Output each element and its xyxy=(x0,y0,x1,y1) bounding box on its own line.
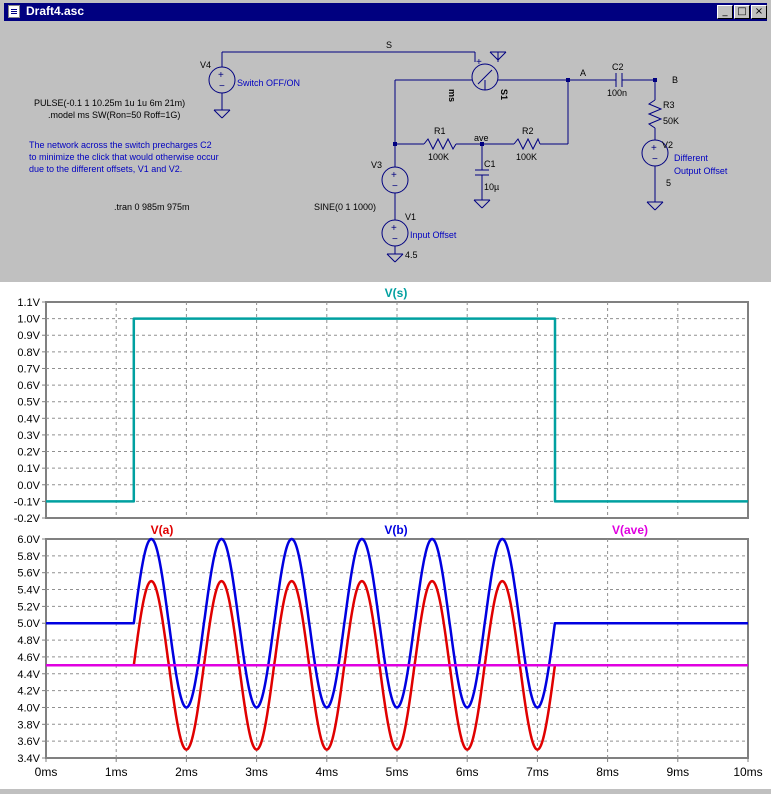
x-tick-label: 4ms xyxy=(315,765,338,779)
y-tick-label: 0.1V xyxy=(17,463,40,475)
y-tick-label: 0.3V xyxy=(17,430,40,442)
y-tick-label: 0.7V xyxy=(17,363,40,375)
svg-text:+: + xyxy=(391,223,397,234)
y-tick-label: -0.2V xyxy=(14,513,41,525)
r3-name: R3 xyxy=(663,100,675,110)
legend-label: V(a) xyxy=(151,523,174,537)
y-tick-label: 0.9V xyxy=(17,330,40,342)
svg-text:+: + xyxy=(651,143,657,154)
y-tick-label: 4.0V xyxy=(17,702,40,714)
x-tick-label: 6ms xyxy=(456,765,479,779)
document-icon xyxy=(8,5,20,18)
c2-name: C2 xyxy=(612,62,624,72)
schematic-canvas[interactable]: +− +− +− +− + S A B ave V4 Switch OFF/ON… xyxy=(4,22,767,275)
svg-text:+: + xyxy=(218,70,224,81)
y-tick-label: 0.2V xyxy=(17,447,40,459)
y-tick-label: 6.0V xyxy=(17,534,40,546)
note-line-1: The network across the switch precharges… xyxy=(29,140,212,150)
x-tick-label: 0ms xyxy=(35,765,58,779)
v2-value: 5 xyxy=(666,178,672,188)
maximize-button[interactable]: □ xyxy=(734,5,750,19)
svg-text:+: + xyxy=(476,57,482,68)
y-tick-label: 5.8V xyxy=(17,551,40,563)
tran-directive: .tran 0 985m 975m xyxy=(114,202,190,212)
v4-label: Switch OFF/ON xyxy=(237,78,301,88)
note-line-3: due to the different offsets, V1 and V2. xyxy=(29,164,183,174)
y-tick-label: 4.8V xyxy=(17,635,40,647)
v4-name: V4 xyxy=(200,60,212,70)
y-tick-label: 0.6V xyxy=(17,380,40,392)
v4-pulse: PULSE(-0.1 1 10.25m 1u 1u 6m 21m) xyxy=(34,98,186,108)
s1-model: ms xyxy=(447,89,457,103)
y-tick-label: 5.4V xyxy=(17,585,40,597)
r2-name: R2 xyxy=(522,126,534,136)
y-tick-label: -0.1V xyxy=(14,496,41,508)
series-line-va xyxy=(46,579,748,751)
legend-label: V(b) xyxy=(384,523,407,537)
net-label-a: A xyxy=(580,68,587,78)
c1-name: C1 xyxy=(484,159,496,169)
minimize-button[interactable]: _ xyxy=(717,5,733,19)
waveform-plot[interactable]: 1.1V 1.0V 0.9V 0.8V 0.7V 0.6V 0.5V 0.4V 0.3V 0.2V… xyxy=(0,282,771,789)
x-tick-label: 8ms xyxy=(596,765,619,779)
svg-text:−: − xyxy=(392,181,398,192)
x-tick-label: 3ms xyxy=(245,765,268,779)
v1-value: 4.5 xyxy=(405,250,418,260)
y-tick-label: 4.2V xyxy=(17,686,40,698)
note-line-2: to minimize the click that would otherwi… xyxy=(29,152,219,162)
x-tick-label: 10ms xyxy=(733,765,762,779)
v2-label-line-1: Different xyxy=(674,153,708,163)
x-tick-label: 1ms xyxy=(105,765,128,779)
r1-name: R1 xyxy=(434,126,446,136)
y-tick-label: 0.8V xyxy=(17,347,40,359)
x-tick-label: 2ms xyxy=(175,765,198,779)
v1-label: Input Offset xyxy=(410,230,457,240)
window-title: Draft4.asc xyxy=(26,4,85,18)
v3-value: SINE(0 1 1000) xyxy=(314,202,377,212)
legend-label: V(s) xyxy=(385,286,408,300)
svg-text:+: + xyxy=(391,170,397,181)
schematic-window: Draft4.asc _ □ × xyxy=(0,0,771,279)
svg-text:−: − xyxy=(392,234,398,245)
series-line-vb xyxy=(46,537,748,709)
y-tick-label: 1.1V xyxy=(17,297,40,309)
c1-value: 10µ xyxy=(484,182,500,192)
v2-name: V2 xyxy=(662,140,674,150)
y-tick-label: 3.6V xyxy=(17,736,40,748)
waveform-window[interactable]: 1.1V 1.0V 0.9V 0.8V 0.7V 0.6V 0.5V 0.4V 0.3V 0.2V… xyxy=(0,282,771,789)
close-button[interactable]: × xyxy=(751,5,767,19)
y-tick-label: 0.4V xyxy=(17,413,40,425)
x-tick-label: 5ms xyxy=(386,765,409,779)
legend-label: V(ave) xyxy=(612,523,648,537)
x-tick-label: 7ms xyxy=(526,765,549,779)
v2-label-line-2: Output Offset xyxy=(674,166,728,176)
switch-model: .model ms SW(Ron=50 Roff=1G) xyxy=(48,110,181,120)
s1-name: S1 xyxy=(499,89,509,101)
y-tick-label: 5.6V xyxy=(17,568,40,580)
y-tick-label: 1.0V xyxy=(17,314,40,326)
y-tick-label: 3.4V xyxy=(17,753,40,765)
v1-name: V1 xyxy=(405,212,417,222)
net-label-s: S xyxy=(386,40,393,50)
y-tick-label: 4.6V xyxy=(17,652,40,664)
net-label-b: B xyxy=(672,75,679,85)
r3-value: 50K xyxy=(663,116,680,126)
net-label-ave: ave xyxy=(474,133,489,143)
r1-value: 100K xyxy=(428,152,450,162)
v3-name: V3 xyxy=(371,160,383,170)
series-line-vs xyxy=(46,317,748,503)
title-bar[interactable]: Draft4.asc _ □ × xyxy=(4,3,767,21)
y-tick-label: 5.0V xyxy=(17,618,40,630)
svg-text:−: − xyxy=(652,154,658,165)
y-tick-label: 3.8V xyxy=(17,719,40,731)
y-tick-label: 0.0V xyxy=(17,480,40,492)
y-tick-label: 5.2V xyxy=(17,601,40,613)
y-tick-label: 4.4V xyxy=(17,669,40,681)
y-tick-label: 0.5V xyxy=(17,397,40,409)
svg-text:−: − xyxy=(219,81,225,92)
r2-value: 100K xyxy=(516,152,538,162)
x-tick-label: 9ms xyxy=(666,765,689,779)
c2-value: 100n xyxy=(607,88,628,98)
